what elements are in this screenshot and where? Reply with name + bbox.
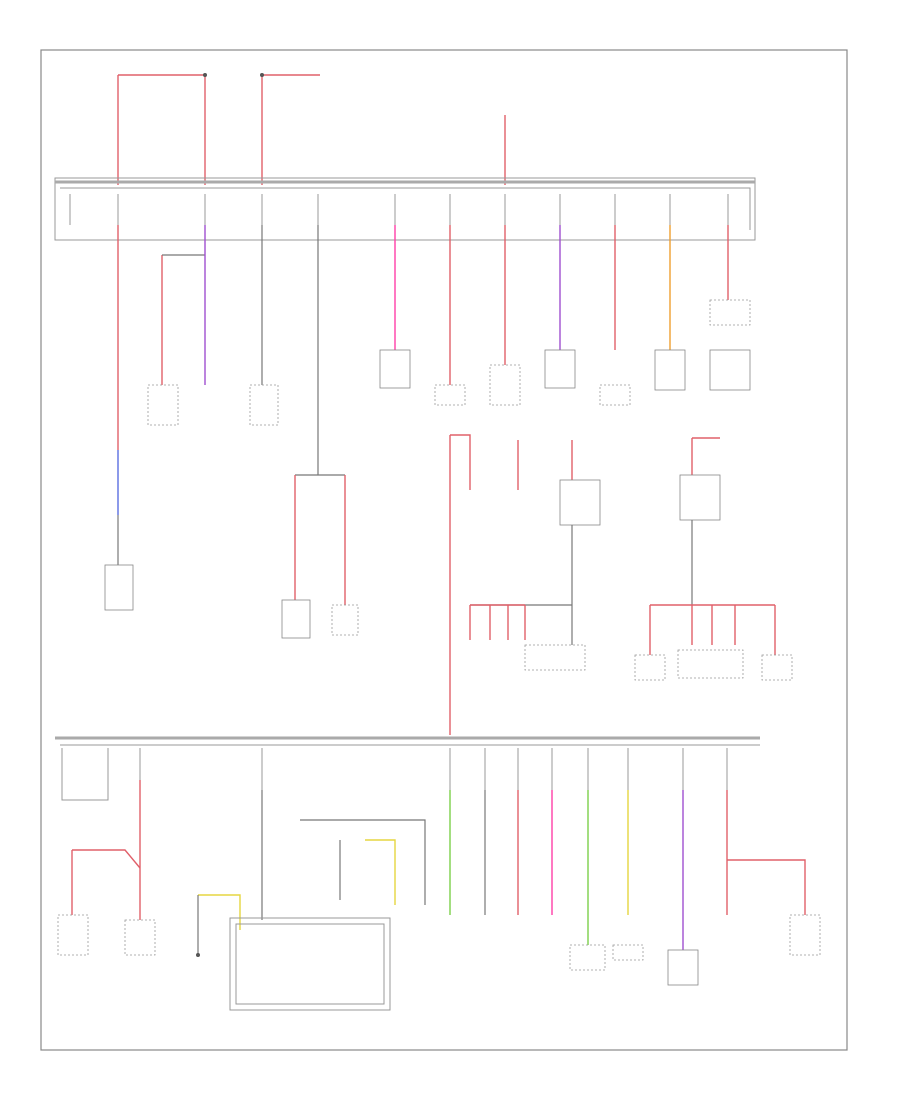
upper-feed-wires (117, 73, 506, 185)
upper-branch-wires (117, 225, 729, 605)
lower-branches (57, 780, 821, 1011)
upper-components (104, 299, 751, 639)
middle-section (449, 434, 793, 735)
upper-fuse-box (54, 177, 756, 241)
diagram-frame (40, 49, 848, 1051)
lower-fuse-box (55, 736, 760, 801)
